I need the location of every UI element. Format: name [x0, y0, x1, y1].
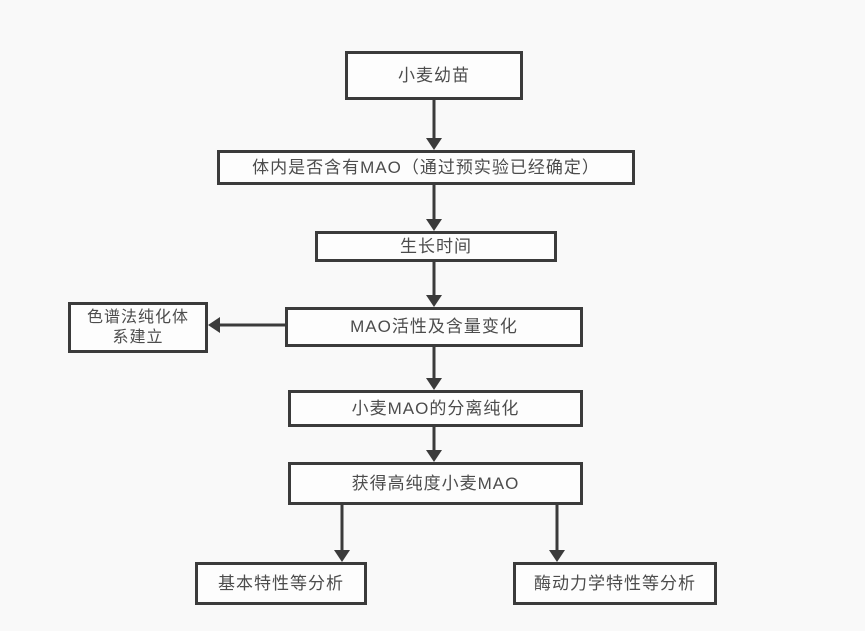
- node-mao-presence: 体内是否含有MAO（通过预实验已经确定）: [217, 150, 635, 185]
- node-basic-analysis: 基本特性等分析: [195, 562, 367, 605]
- node-growth-time: 生长时间: [315, 231, 557, 262]
- node-wheat-seedling: 小麦幼苗: [345, 51, 523, 100]
- arrow-down-icon: [426, 100, 442, 150]
- node-mao-separation: 小麦MAO的分离纯化: [288, 390, 583, 427]
- node-kinetics-analysis: 酶动力学特性等分析: [513, 562, 717, 605]
- node-mao-activity: MAO活性及含量变化: [285, 307, 583, 347]
- arrow-down-icon: [426, 185, 442, 231]
- arrow-down-icon: [549, 505, 565, 562]
- arrow-down-icon: [334, 505, 350, 562]
- arrow-down-icon: [426, 427, 442, 462]
- node-high-purity-mao: 获得高纯度小麦MAO: [288, 462, 583, 505]
- node-chromatography-system: 色谱法纯化体 系建立: [68, 302, 208, 353]
- arrow-down-icon: [426, 347, 442, 390]
- arrow-down-icon: [426, 262, 442, 307]
- arrow-left-icon: [208, 317, 285, 333]
